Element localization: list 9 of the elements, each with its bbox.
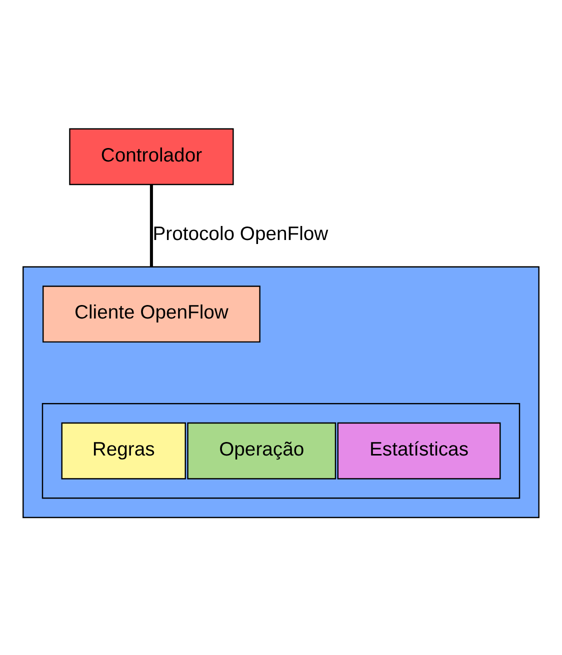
cluster	[42, 402, 520, 498]
edge-label: Protocolo OpenFlow	[152, 222, 328, 244]
node-box: Estatísticas	[337, 422, 501, 479]
node-box: Cliente OpenFlow	[42, 285, 260, 342]
cluster	[22, 266, 540, 518]
node-box: Regras	[61, 422, 186, 479]
connector	[150, 184, 153, 266]
node-box: Controlador	[69, 128, 234, 185]
node-box: Operação	[187, 422, 336, 479]
